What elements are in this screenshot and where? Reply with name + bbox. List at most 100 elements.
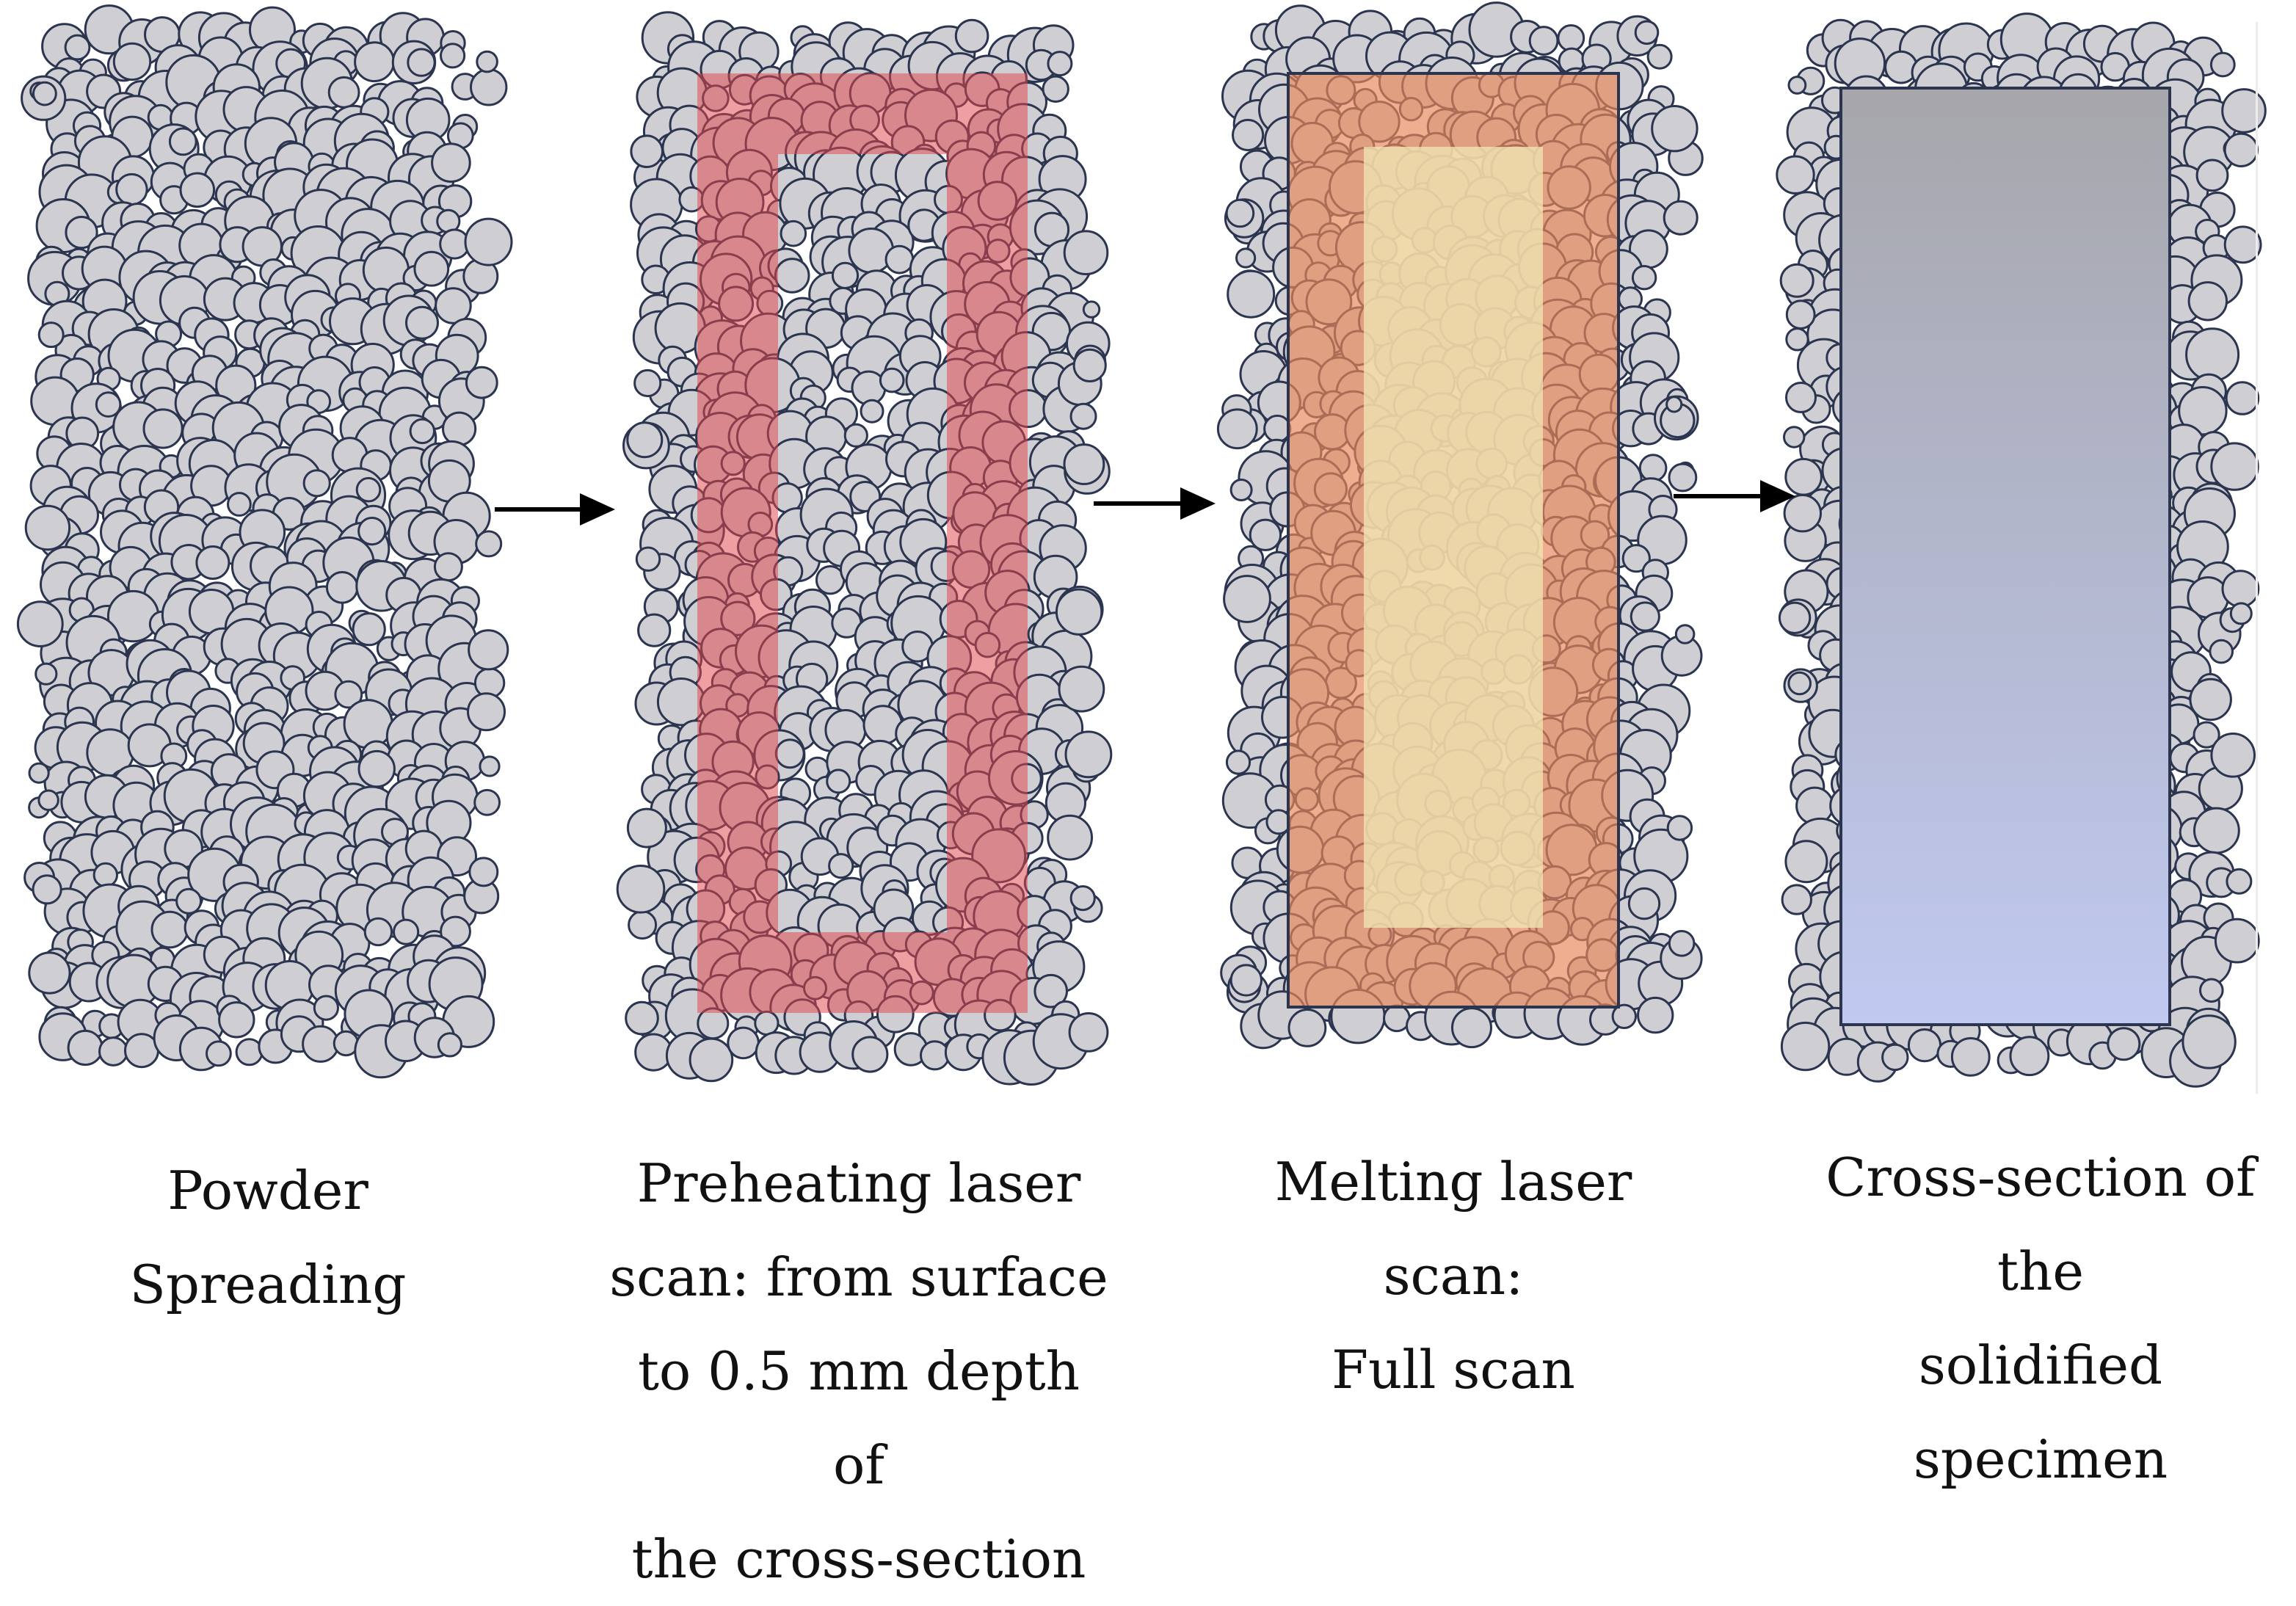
powder-particle — [466, 367, 497, 398]
powder-particle — [39, 791, 58, 810]
powder-particle — [1676, 625, 1694, 644]
panel-divider — [2256, 22, 2258, 1094]
powder-particle — [68, 1031, 102, 1064]
powder-particle — [921, 1042, 949, 1069]
powder-particle — [626, 1002, 658, 1034]
powder-particle — [177, 889, 201, 913]
powder-particle — [1218, 410, 1257, 448]
powder-particle — [18, 602, 62, 647]
powder-particle — [114, 43, 150, 79]
powder-particle — [29, 953, 70, 993]
powder-particle — [304, 470, 330, 496]
powder-particle — [1652, 106, 1697, 151]
powder-particle — [435, 553, 462, 581]
powder-particle — [2183, 1016, 2235, 1068]
powder-particle — [1048, 815, 1092, 860]
powder-particle — [1083, 302, 1099, 317]
powder-particle — [1227, 751, 1249, 774]
powder-particle — [827, 770, 850, 793]
powder-particle — [438, 1033, 461, 1056]
powder-particle — [357, 478, 380, 501]
process-arrow — [495, 493, 615, 526]
powder-particle — [1908, 1030, 1940, 1061]
powder-particle — [2225, 134, 2257, 166]
powder-particle — [475, 790, 500, 815]
powder-particle — [880, 368, 904, 392]
powder-particle — [1789, 672, 1811, 694]
powder-particle — [1231, 965, 1261, 995]
powder-particle — [365, 918, 391, 945]
powder-particle — [2197, 160, 2228, 191]
powder-particle — [1784, 495, 1820, 531]
powder-particle — [443, 413, 476, 445]
powder-particle — [1787, 383, 1816, 413]
powder-particle — [170, 128, 196, 155]
powder-particle — [845, 424, 867, 446]
powder-particle — [886, 246, 913, 273]
powder-particle — [207, 1042, 231, 1066]
powder-particle — [1632, 266, 1655, 289]
powder-particle — [1669, 464, 1696, 491]
powder-particle — [36, 664, 57, 684]
powder-particle — [617, 866, 664, 913]
powder-particle — [469, 631, 508, 669]
powder-particle — [2211, 53, 2234, 76]
powder-particle — [956, 20, 988, 52]
powder-particle — [1638, 998, 1673, 1032]
powder-particle — [407, 307, 438, 338]
powder-particle — [2227, 869, 2251, 893]
powder-particle — [1779, 603, 1809, 633]
powder-particle — [476, 531, 501, 556]
caption-solidified-specimen: Cross-section of the solidified specimen — [1791, 1130, 2290, 1506]
powder-particle — [1668, 816, 1691, 840]
powder-particle — [1781, 1022, 1828, 1069]
powder-particle — [1224, 576, 1271, 622]
powder-particle — [690, 1039, 733, 1081]
powder-particle — [1237, 249, 1255, 267]
powder-particle — [2223, 571, 2259, 607]
powder-particle — [314, 996, 338, 1020]
powder-particle — [1640, 455, 1666, 482]
preheat-scan-panel — [617, 12, 1111, 1085]
caption-powder-spreading: Powder Spreading — [22, 1144, 514, 1331]
powder-particle — [329, 77, 359, 107]
powder-particle — [100, 1038, 128, 1066]
powder-particle — [629, 912, 656, 939]
powder-particle — [65, 35, 90, 59]
powder-particle — [2226, 382, 2259, 415]
powder-particle — [1250, 520, 1280, 550]
powder-particle — [781, 221, 806, 246]
powder-particle — [829, 854, 853, 878]
powder-particle — [477, 51, 498, 72]
powder-particle — [34, 82, 57, 105]
powder-particle — [2189, 283, 2226, 320]
powder-particle — [441, 44, 465, 68]
powder-particle — [410, 419, 434, 443]
powder-particle — [1777, 156, 1814, 193]
powder-particle — [432, 144, 471, 182]
powder-particle — [628, 809, 666, 847]
powder-particle — [394, 920, 418, 944]
powder-particle — [408, 49, 435, 76]
caption-melting-scan: Melting laser scan: Full scan — [1204, 1135, 1703, 1417]
process-arrow — [1094, 487, 1216, 520]
powder-particle — [152, 912, 188, 948]
powder-particle — [1781, 264, 1813, 297]
powder-particle — [470, 858, 498, 886]
powder-particle — [359, 518, 385, 545]
powder-particle — [1228, 271, 1274, 317]
powder-particle — [1074, 349, 1105, 381]
powder-particle — [1786, 841, 1827, 882]
powder-particle — [1231, 480, 1251, 501]
powder-particle — [2223, 90, 2266, 133]
powder-particle — [94, 863, 117, 886]
powder-particle — [1786, 459, 1822, 495]
powder-particle — [1453, 1009, 1492, 1047]
powder-particle — [29, 763, 48, 782]
powder-particle — [1227, 200, 1254, 227]
powder-particle — [1064, 445, 1104, 484]
powder-particle — [1233, 120, 1263, 150]
melt-scan-panel — [1218, 3, 1702, 1048]
powder-particle — [1648, 45, 1671, 68]
powder-particle — [639, 614, 670, 646]
